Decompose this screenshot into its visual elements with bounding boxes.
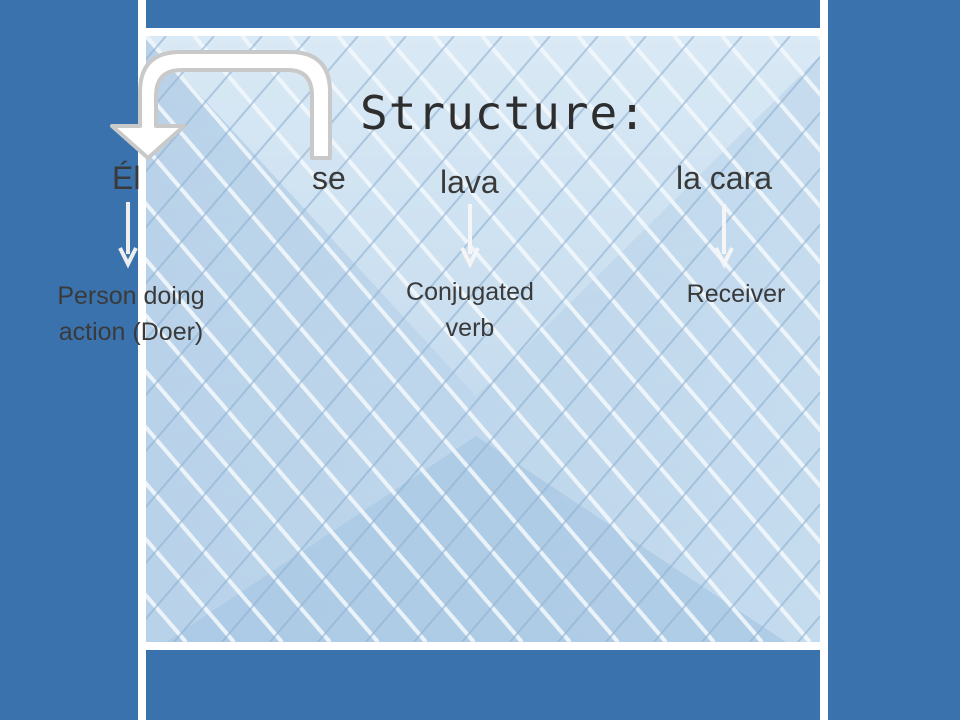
down-arrow-icon (714, 204, 734, 269)
label-verb-line1: Conjugated (406, 278, 534, 306)
word-subject: Él (112, 160, 141, 196)
word-object: la cara (676, 160, 773, 196)
label-subject-line2: action (Doer) (58, 318, 204, 346)
curved-return-arrow-icon (110, 50, 332, 160)
building-grid-illustration (146, 36, 820, 642)
top-band (146, 0, 820, 28)
slide-title: Structure: (360, 86, 647, 140)
label-verb-line2: verb (445, 314, 495, 342)
label-object: Receiver (686, 280, 786, 308)
label-subject: Person doing action (Doer) (36, 278, 226, 350)
down-arrow-icon (118, 202, 138, 269)
label-verb: Conjugated verb (382, 274, 558, 346)
bottom-band (146, 650, 820, 720)
background-photo (146, 36, 820, 642)
word-pronoun: se (312, 160, 346, 196)
word-verb: lava (440, 164, 499, 200)
label-subject-line1: Person doing (57, 282, 205, 310)
down-arrow-icon (460, 204, 480, 269)
